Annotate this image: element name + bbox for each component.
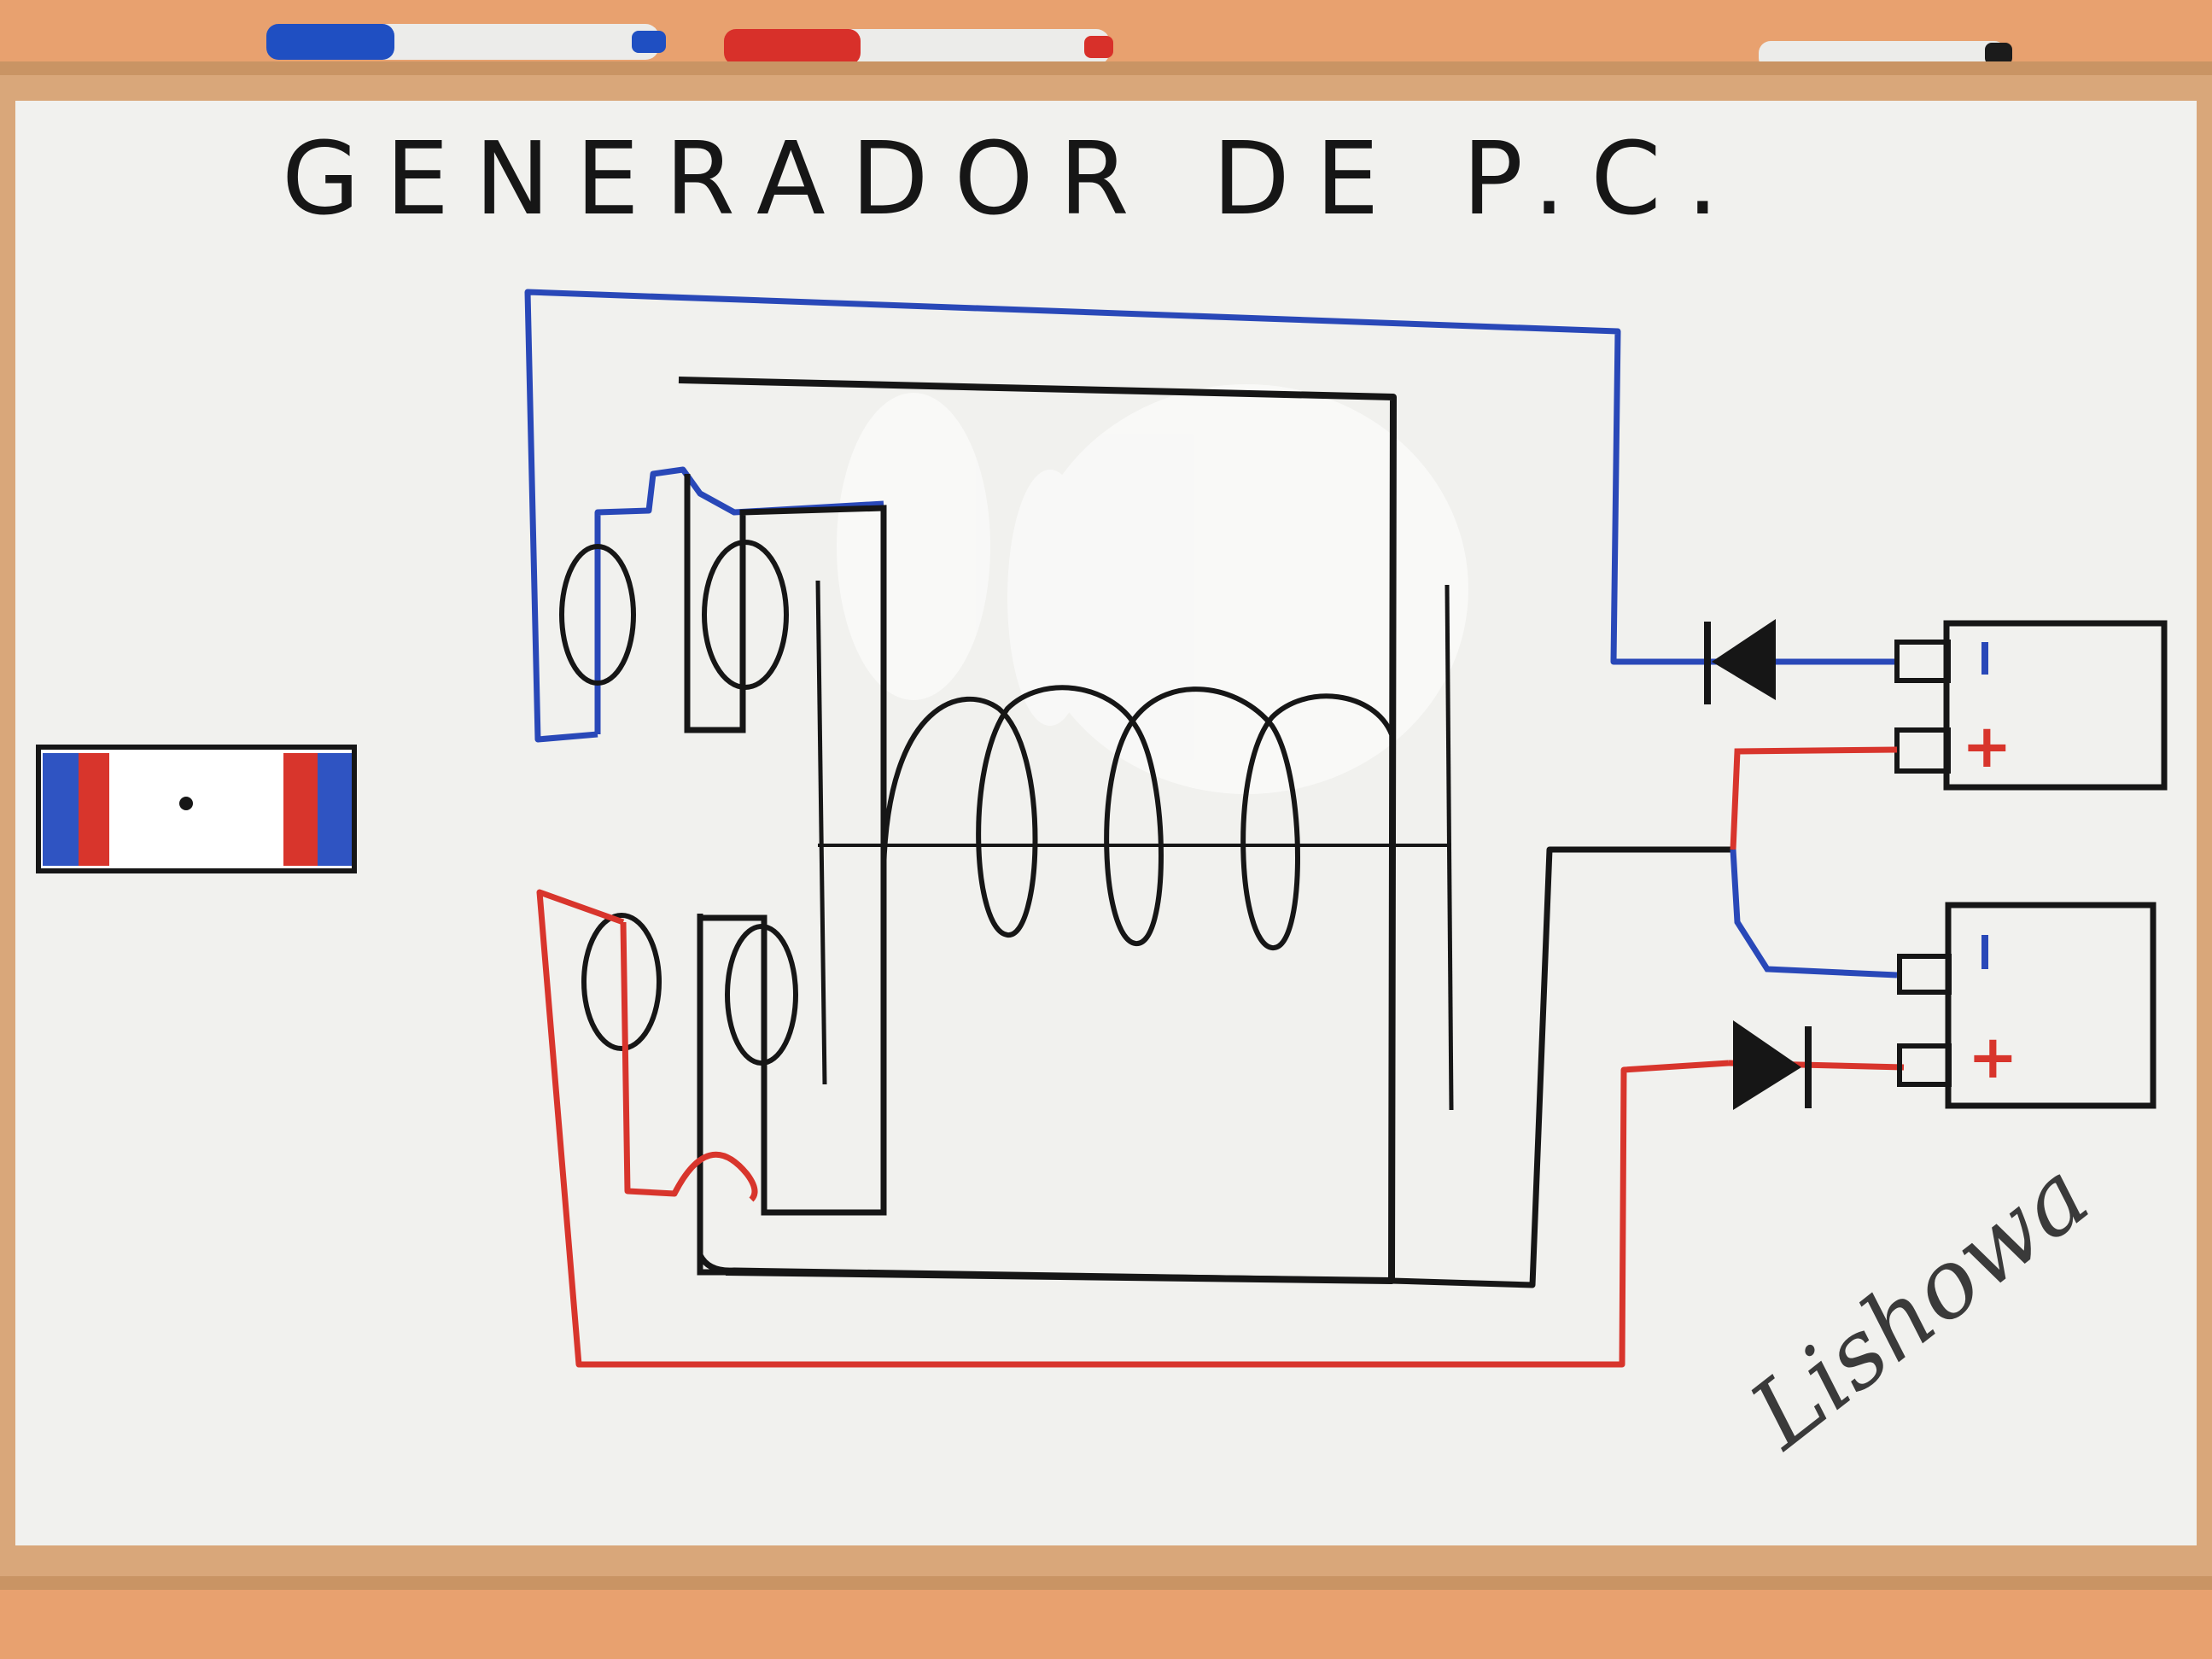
battery-top-plus-label: + bbox=[1962, 711, 2012, 781]
blue-wire-top bbox=[524, 289, 1673, 743]
brush-top-left bbox=[559, 544, 636, 686]
brush-bottom-right bbox=[725, 924, 798, 1066]
red-jumper bbox=[1730, 746, 1898, 850]
brush-bottom-left bbox=[581, 913, 662, 1051]
battery-top: + bbox=[1894, 620, 2168, 791]
armature-right-plate bbox=[1445, 584, 1454, 1111]
marker-blue[interactable] bbox=[266, 24, 666, 60]
diode-top bbox=[1673, 619, 1895, 704]
glare bbox=[837, 384, 1468, 794]
diode-bottom bbox=[1728, 1020, 1905, 1110]
diagram-title: GENERADOR DE P.C. bbox=[282, 120, 1744, 237]
armature-left-plate bbox=[815, 580, 827, 1085]
battery-bottom-plus-label: + bbox=[1968, 1022, 2018, 1092]
armature-coil bbox=[881, 685, 1394, 950]
blue-brush-lead bbox=[594, 466, 884, 734]
battery-bottom: + bbox=[1897, 902, 2157, 1109]
slip-ring-bottom bbox=[697, 914, 1392, 1284]
black-return-wire bbox=[1391, 846, 1733, 1288]
red-wire-bottom bbox=[536, 889, 1730, 1368]
blue-jumper bbox=[1730, 849, 1898, 978]
bar-magnet bbox=[36, 745, 357, 873]
marker-red[interactable] bbox=[724, 29, 1113, 65]
red-brush-lead bbox=[620, 921, 758, 1202]
